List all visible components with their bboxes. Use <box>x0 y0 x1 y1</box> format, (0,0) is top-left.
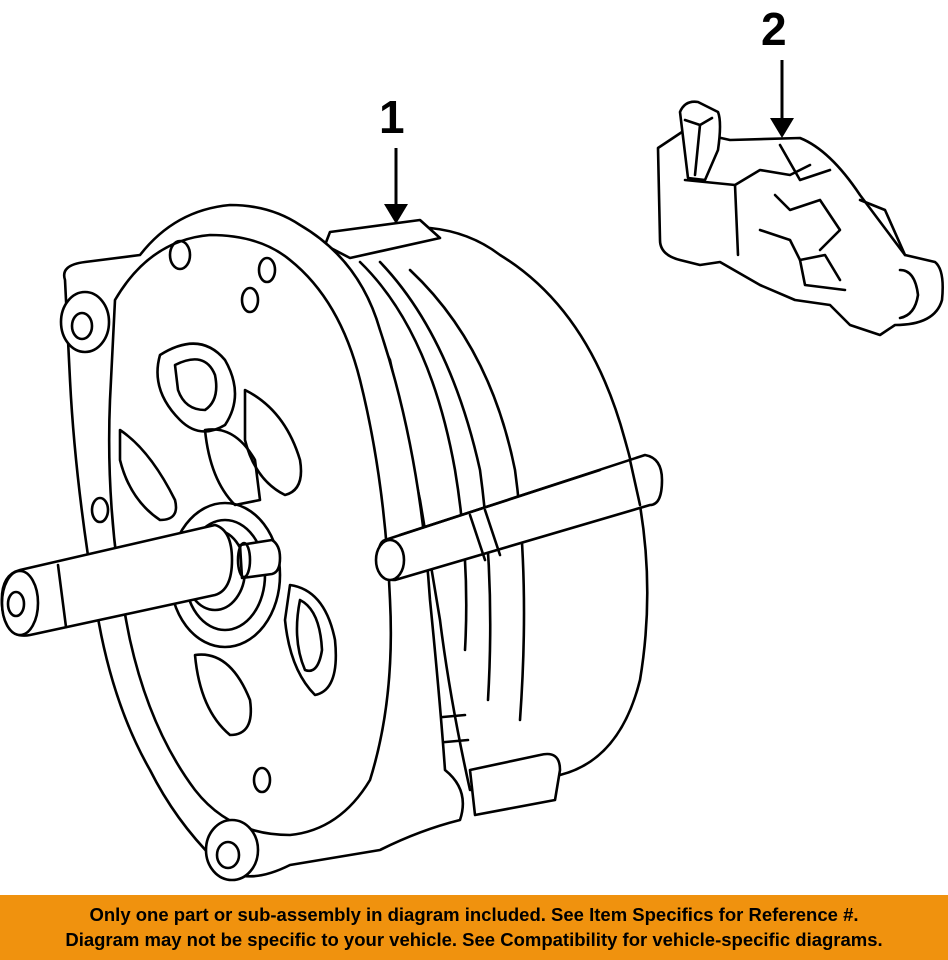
alternator-drawing <box>0 203 664 882</box>
diagram-drawing <box>0 60 944 882</box>
callout-1-arrow <box>384 148 408 224</box>
mounting-ear-bottom <box>204 818 260 882</box>
disclaimer-banner: Only one part or sub-assembly in diagram… <box>0 895 948 960</box>
mounting-ear-top-left <box>59 290 111 354</box>
disclaimer-line-2: Diagram may not be specific to your vehi… <box>65 929 883 950</box>
alternator-top-tab <box>323 218 442 260</box>
callout-number-2: 2 <box>761 3 787 55</box>
alternator-bottom-terminal <box>468 752 562 817</box>
callout-2-arrow <box>770 60 794 138</box>
voltage-regulator-drawing <box>656 100 944 337</box>
callout-number-1: 1 <box>379 91 405 143</box>
parts-diagram: 1 2 <box>0 3 944 882</box>
regulator-body <box>656 128 944 337</box>
disclaimer-line-1: Only one part or sub-assembly in diagram… <box>89 904 859 925</box>
